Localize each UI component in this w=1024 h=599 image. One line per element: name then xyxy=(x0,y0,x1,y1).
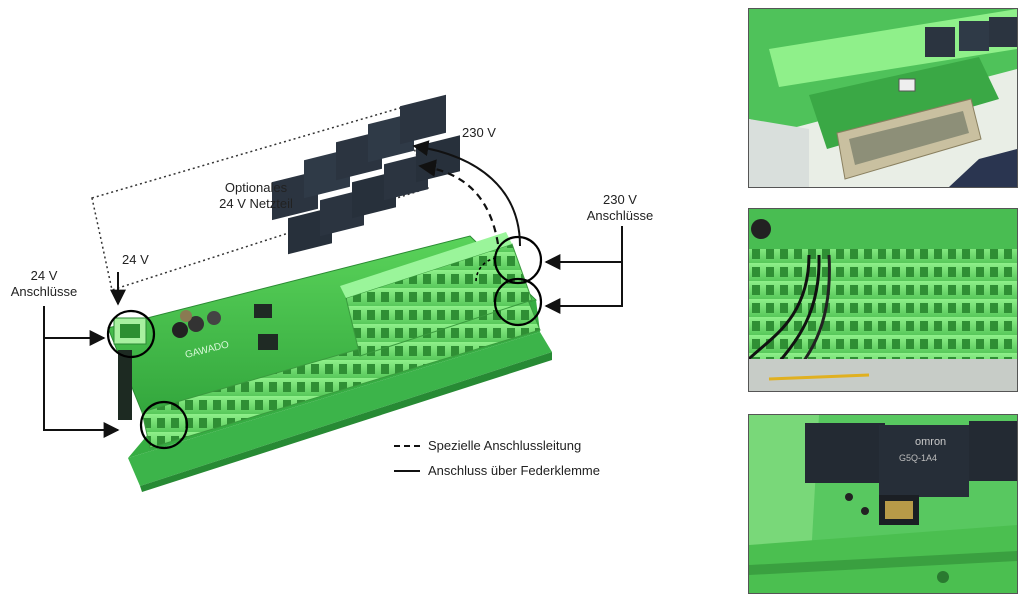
highlight-circles xyxy=(106,235,543,450)
label-230v: 230 V xyxy=(462,125,496,140)
optional-psu-line2: 24 V Netzteil xyxy=(219,196,293,211)
arrow-230v-solid xyxy=(412,140,521,247)
label-24v-connections-line2: Anschlüsse xyxy=(10,284,78,299)
connector-230v-lines xyxy=(544,226,623,314)
highlight-230v-top xyxy=(493,235,543,285)
highlight-24v-top xyxy=(106,309,156,359)
relay-brand-mark: omron xyxy=(915,436,946,448)
label-230v-connections-line2: Anschlüsse xyxy=(586,208,654,223)
relay-group xyxy=(272,94,460,255)
legend-dashed-label: Spezielle Anschlussleitung xyxy=(428,438,582,453)
label-230v-connections-line1: 230 V xyxy=(603,192,637,207)
label-24v: 24 V xyxy=(122,252,149,267)
optional-psu-line1: Optionales xyxy=(224,180,288,195)
din-rail xyxy=(128,332,552,492)
legend-solid-label: Anschluss über Federklemme xyxy=(428,463,600,478)
relay-code-mark: G5Q-1A4 xyxy=(899,453,937,463)
arrow-230v-dashed xyxy=(418,159,500,245)
legend-lines xyxy=(394,445,420,472)
psu-arrows xyxy=(110,140,521,306)
photo-relay-closeup: omron G5Q-1A4 xyxy=(748,414,1018,594)
photo-special-wiring xyxy=(748,208,1018,392)
optional-psu-label: Optionales 24 V Netzteil xyxy=(196,180,316,212)
label-230v-connections: 230 V Anschlüsse xyxy=(580,192,660,224)
label-24v-connections: 24 V Anschlüsse xyxy=(4,268,84,300)
pcb-components xyxy=(113,304,278,420)
highlight-230v-bottom xyxy=(493,277,543,327)
terminal-block-230v xyxy=(340,232,533,357)
connector-24v-lines xyxy=(43,306,120,438)
highlight-24v-bottom xyxy=(139,400,189,450)
photo-display-module xyxy=(748,8,1018,188)
label-24v-connections-line1: 24 V xyxy=(30,268,58,283)
